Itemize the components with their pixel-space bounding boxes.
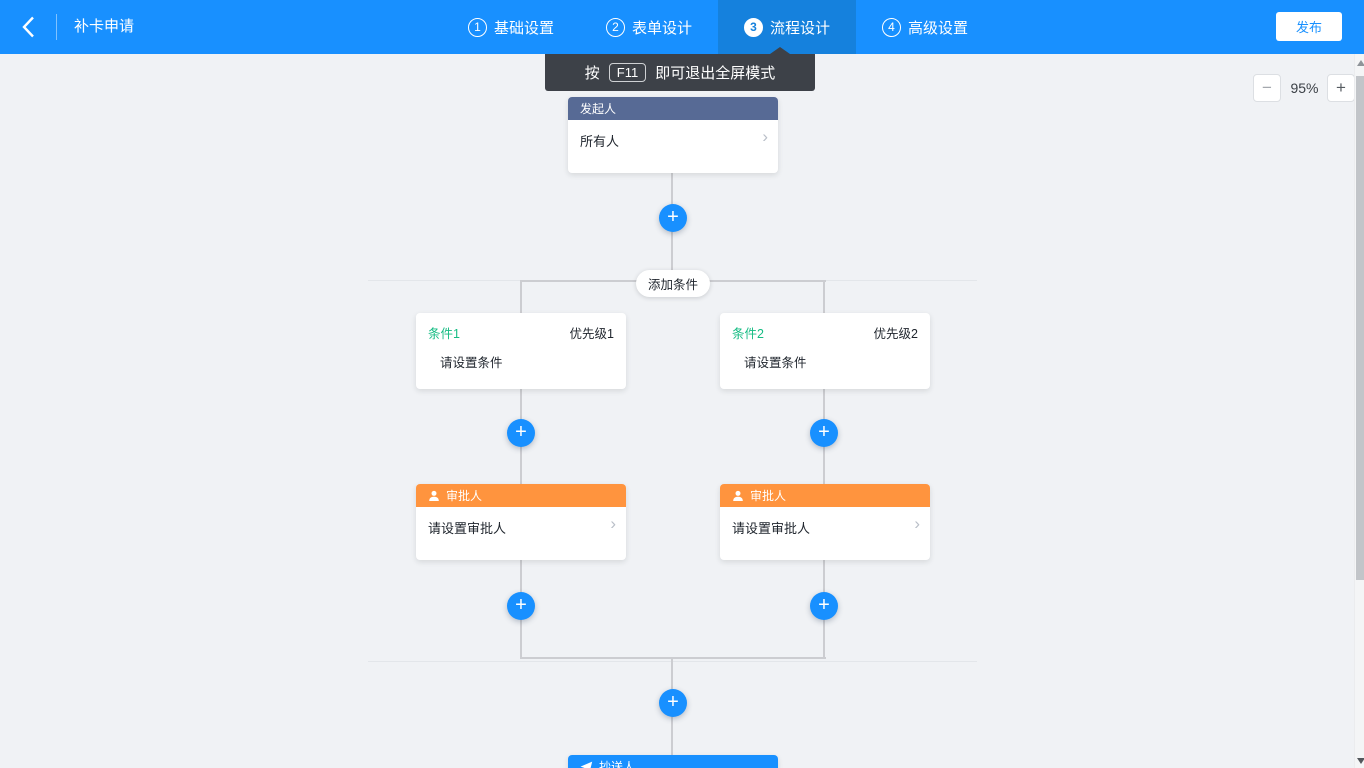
branch-merge-line xyxy=(520,657,826,659)
approver-node-title: 审批人 xyxy=(750,489,787,503)
f11-key-badge: F11 xyxy=(608,63,647,82)
add-node-button[interactable]: + xyxy=(507,592,535,620)
plus-icon: + xyxy=(515,594,527,616)
person-icon xyxy=(429,490,439,501)
add-node-button[interactable]: + xyxy=(810,419,838,447)
tab-process-design[interactable]: 3 流程设计 xyxy=(718,0,856,54)
chevron-right-icon: › xyxy=(762,127,768,146)
connector-line xyxy=(520,280,522,313)
step-number-badge: 1 xyxy=(467,17,487,37)
tab-advanced-settings[interactable]: 4 高级设置 xyxy=(856,0,994,54)
condition-placeholder: 请设置条件 xyxy=(440,356,503,370)
scrollbar-up-arrow-icon[interactable] xyxy=(1357,60,1364,66)
plus-icon: + xyxy=(667,691,679,713)
step-number-badge: 4 xyxy=(881,17,901,37)
cc-node-title: 抄送人 xyxy=(599,760,636,768)
step-number-badge: 2 xyxy=(605,17,625,37)
person-icon xyxy=(733,490,743,501)
scrollbar-down-arrow-icon[interactable] xyxy=(1357,758,1364,764)
chevron-right-icon: › xyxy=(610,514,616,533)
approver-placeholder: 请设置审批人 xyxy=(732,521,811,536)
paper-plane-icon xyxy=(580,761,593,768)
approver-node-body: 请设置审批人 › xyxy=(720,507,930,537)
fullscreen-exit-tooltip: 按 F11 即可退出全屏模式 xyxy=(545,47,815,91)
initiator-node-body: 所有人 › xyxy=(568,120,778,150)
scrollbar-thumb[interactable] xyxy=(1356,76,1364,580)
condition-priority: 优先级1 xyxy=(569,327,614,341)
tab-form-design[interactable]: 2 表单设计 xyxy=(580,0,718,54)
condition-placeholder: 请设置条件 xyxy=(744,356,807,370)
initiator-value: 所有人 xyxy=(580,134,620,149)
tab-label: 基础设置 xyxy=(493,19,554,37)
condition-title: 条件2 xyxy=(732,327,764,341)
plus-icon: + xyxy=(818,594,830,616)
add-condition-button[interactable]: 添加条件 xyxy=(636,270,710,297)
plus-icon: + xyxy=(1336,78,1346,97)
approver-node-body: 请设置审批人 › xyxy=(416,507,626,537)
approver-node-title: 审批人 xyxy=(446,489,483,503)
chevron-right-icon: › xyxy=(914,514,920,533)
tab-label: 高级设置 xyxy=(907,19,968,37)
plus-icon: + xyxy=(667,206,679,228)
condition-node-1[interactable]: 条件1 优先级1 请设置条件 xyxy=(416,313,626,389)
tab-label: 流程设计 xyxy=(769,19,830,37)
tab-basic-settings[interactable]: 1 基础设置 xyxy=(442,0,580,54)
add-node-button[interactable]: + xyxy=(810,592,838,620)
connector-line xyxy=(823,280,825,313)
approver-placeholder: 请设置审批人 xyxy=(428,521,507,536)
add-node-button[interactable]: + xyxy=(659,204,687,232)
step-tabs: 1 基础设置 2 表单设计 3 流程设计 4 高级设置 xyxy=(442,0,994,54)
vertical-scrollbar xyxy=(1354,54,1364,768)
add-node-button[interactable]: + xyxy=(659,689,687,717)
cc-node-header: 抄送人 xyxy=(568,755,778,768)
chevron-left-icon xyxy=(21,16,34,38)
approver-node-1[interactable]: 审批人 请设置审批人 › xyxy=(416,484,626,560)
condition-node-header: 条件1 优先级1 xyxy=(416,313,626,342)
flow-canvas: 发起人 所有人 › + 添加条件 条件1 优先级1 请设置条件 条件2 优先级2… xyxy=(0,54,1364,768)
approver-node-2[interactable]: 审批人 请设置审批人 › xyxy=(720,484,930,560)
initiator-node-title: 发起人 xyxy=(580,102,617,116)
step-number-badge: 3 xyxy=(743,17,763,37)
plus-icon: + xyxy=(818,421,830,443)
tooltip-text-suffix: 即可退出全屏模式 xyxy=(655,65,776,82)
approver-node-header: 审批人 xyxy=(416,484,626,507)
initiator-node-header: 发起人 xyxy=(568,97,778,120)
add-node-button[interactable]: + xyxy=(507,419,535,447)
top-header: 补卡申请 1 基础设置 2 表单设计 3 流程设计 4 高级设置 发布 xyxy=(0,0,1364,54)
plus-icon: + xyxy=(515,421,527,443)
initiator-node[interactable]: 发起人 所有人 › xyxy=(568,97,778,173)
tab-label: 表单设计 xyxy=(631,19,692,37)
minus-icon: − xyxy=(1262,78,1272,97)
zoom-level-value: 95% xyxy=(1290,80,1319,96)
tooltip-caret xyxy=(770,47,790,54)
condition-title: 条件1 xyxy=(428,327,460,341)
condition-node-2[interactable]: 条件2 优先级2 请设置条件 xyxy=(720,313,930,389)
publish-button[interactable]: 发布 xyxy=(1276,12,1342,41)
page-title: 补卡申请 xyxy=(74,18,135,35)
zoom-in-button[interactable]: + xyxy=(1327,74,1355,102)
cc-node[interactable]: 抄送人 xyxy=(568,755,778,768)
tooltip-text-prefix: 按 xyxy=(584,65,600,82)
condition-node-header: 条件2 优先级2 xyxy=(720,313,930,342)
header-divider xyxy=(56,14,57,40)
zoom-out-button[interactable]: − xyxy=(1253,74,1281,102)
back-button[interactable] xyxy=(0,0,56,54)
condition-priority: 优先级2 xyxy=(873,327,918,341)
approver-node-header: 审批人 xyxy=(720,484,930,507)
